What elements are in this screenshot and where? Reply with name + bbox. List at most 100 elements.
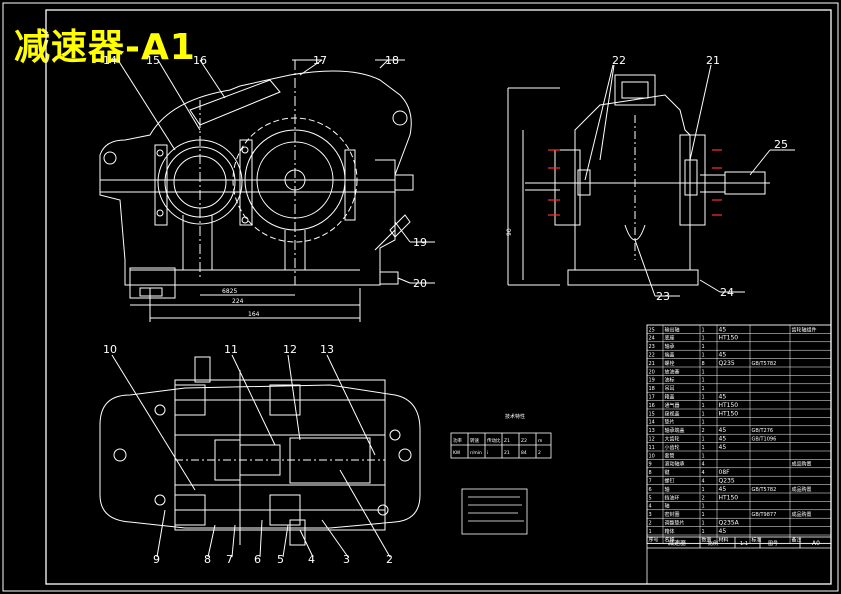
part-cell-qty: 8 [702, 361, 705, 367]
parts-header-std: 标准 [752, 536, 762, 543]
part-cell-mat: 45 [719, 352, 727, 359]
part-cell-qty: 2 [702, 495, 705, 501]
part-cell-no: 4 [649, 504, 652, 510]
part-cell-qty: 1 [702, 386, 705, 392]
parts-header-qty: 数量 [702, 536, 712, 543]
part-cell-qty: 1 [702, 411, 705, 417]
balloon-19: 19 [413, 236, 427, 249]
specs-cell-0: KW [453, 450, 461, 456]
specs-table [450, 432, 552, 535]
balloon-2: 2 [386, 553, 393, 566]
title-block-name: 减速器 [668, 539, 686, 547]
specs-header-5: m [538, 439, 542, 444]
part-cell-mat: 08F [719, 469, 731, 476]
part-cell-qty: 1 [702, 378, 705, 384]
balloon-15: 15 [146, 54, 160, 67]
parts-header-no: 序号 [649, 536, 659, 543]
balloon-3: 3 [343, 553, 350, 566]
part-cell-name: 键 [665, 469, 670, 476]
part-cell-name: 油标 [665, 377, 675, 384]
specs-cell-5: 2 [538, 450, 541, 456]
part-cell-no: 13 [649, 428, 655, 434]
part-cell-mat: 45 [719, 528, 727, 535]
part-cell-mat: 45 [719, 486, 727, 493]
part-cell-note: 成品购置 [792, 461, 812, 468]
part-cell-mat: HT150 [719, 335, 739, 342]
part-cell-name: 轴 [665, 486, 670, 493]
part-cell-name: 密封圈 [665, 511, 680, 518]
part-cell-qty: 1 [702, 420, 705, 426]
part-cell-name: 滚动轴承 [665, 461, 685, 468]
part-cell-no: 2 [649, 521, 652, 527]
part-cell-qty: 1 [702, 521, 705, 527]
part-cell-qty: 1 [702, 327, 705, 333]
part-cell-qty: 1 [702, 512, 705, 518]
part-cell-no: 24 [649, 336, 655, 342]
balloon-11: 11 [224, 343, 238, 356]
balloon-22: 22 [612, 54, 626, 67]
part-cell-qty: 1 [702, 336, 705, 342]
part-cell-mat: Q235 [719, 360, 735, 367]
specs-header-2: 传动比 [487, 437, 501, 444]
part-cell-qty: 1 [702, 369, 705, 375]
drawing-title: 减速器-A1 [14, 27, 196, 68]
part-cell-no: 14 [649, 420, 655, 426]
part-cell-name: 套筒 [665, 452, 675, 459]
red-marks [548, 149, 722, 216]
specs-cell-1: r/min [470, 450, 482, 456]
part-cell-std: GB/T276 [752, 428, 774, 434]
part-cell-no: 25 [649, 327, 655, 333]
parts-header-name: 名称 [665, 536, 675, 543]
part-cell-no: 22 [649, 353, 655, 359]
balloon-17: 17 [313, 54, 327, 67]
part-cell-qty: 1 [702, 487, 705, 493]
part-cell-name: 螺钉 [665, 478, 675, 485]
balloon-7: 7 [226, 553, 233, 566]
part-cell-no: 18 [649, 386, 655, 392]
part-cell-no: 8 [649, 470, 652, 476]
part-cell-qty: 1 [702, 344, 705, 350]
part-cell-qty: 4 [702, 479, 705, 485]
specs-header-0: 功率 [453, 437, 462, 444]
part-cell-std: GB/T1096 [752, 437, 777, 443]
part-cell-no: 20 [649, 369, 655, 375]
title-block-scale: 1:1 [740, 541, 748, 547]
part-cell-mat: HT150 [719, 402, 739, 409]
parts-header-mat: 材料 [719, 536, 729, 543]
part-cell-no: 21 [649, 361, 655, 367]
part-cell-no: 5 [649, 495, 652, 501]
part-cell-qty: 1 [702, 403, 705, 409]
part-cell-name: 端盖 [665, 352, 675, 359]
part-cell-no: 9 [649, 462, 652, 468]
part-cell-name: 放油塞 [665, 368, 680, 375]
part-cell-no: 16 [649, 403, 655, 409]
part-cell-no: 19 [649, 378, 655, 384]
balloon-10: 10 [103, 343, 117, 356]
part-cell-std: GB/T5782 [752, 487, 777, 493]
title-block-scale-label: 比例 [708, 540, 718, 547]
balloon-4: 4 [308, 553, 315, 566]
part-cell-name: 挡油环 [665, 494, 680, 501]
part-cell-std: GB/T9877 [752, 512, 777, 518]
part-cell-qty: 1 [702, 353, 705, 359]
part-cell-no: 11 [649, 445, 655, 451]
part-cell-mat: 45 [719, 326, 727, 333]
balloon-9: 9 [153, 553, 160, 566]
part-cell-note: 成品购置 [792, 486, 812, 493]
part-cell-name: 螺栓 [665, 360, 675, 367]
balloon-12: 12 [283, 343, 297, 356]
part-cell-qty: 1 [702, 529, 705, 535]
part-cell-name: 箱盖 [665, 394, 675, 401]
part-cell-mat: 45 [719, 444, 727, 451]
part-cell-qty: 4 [702, 462, 705, 468]
dim-base-width: 224 [232, 298, 244, 305]
balloon-24: 24 [720, 286, 734, 299]
balloon-20: 20 [413, 277, 427, 290]
part-cell-qty: 2 [702, 428, 705, 434]
inner-frame [45, 9, 832, 585]
part-cell-no: 15 [649, 411, 655, 417]
part-cell-mat: Q235 [719, 478, 735, 485]
part-cell-no: 23 [649, 344, 655, 350]
